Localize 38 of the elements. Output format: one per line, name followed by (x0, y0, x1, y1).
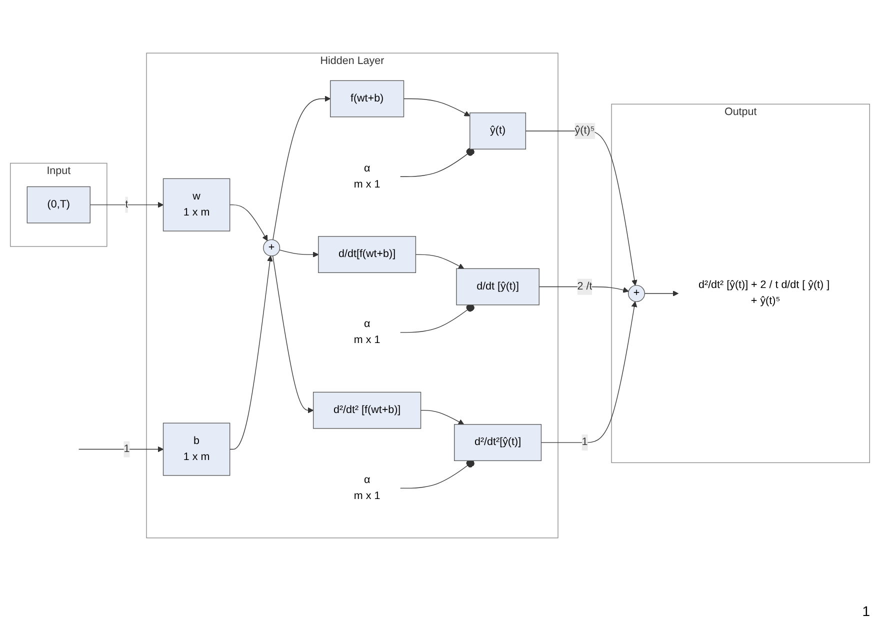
connector (400, 458, 474, 488)
node-circle: + (628, 284, 645, 302)
node-box: d²/dt²[ŷ(t)] (454, 424, 542, 461)
node-box: ŷ(t) (470, 112, 526, 149)
node-box: d/dt[f(wt+b)] (318, 236, 416, 272)
edge-label: 1 (582, 436, 588, 448)
arrow (78, 446, 164, 452)
node-circle: + (263, 238, 280, 256)
arrow (229, 255, 273, 450)
connector (400, 147, 474, 176)
node-text: α m x 1 (354, 474, 380, 502)
weight-label: 1 (862, 603, 870, 619)
node-text: d²/dt² [ŷ(t)] + 2 / t d/dt [ ŷ(t) ] + ŷ(t)⁵ (698, 278, 830, 306)
arrow (540, 300, 638, 442)
arrow (403, 98, 470, 116)
node-box: (0,T) (26, 186, 90, 223)
arrow (279, 249, 319, 257)
edge-label: t (125, 198, 128, 210)
arrow (272, 255, 314, 413)
node-box: d/dt [ŷ(t)] (456, 268, 540, 305)
node-box: d²/dt² [f(wt+b)] (313, 391, 422, 428)
arrow (525, 130, 638, 286)
edge-label: 1 (124, 442, 130, 454)
edge-label: ŷ(t)⁵ (574, 124, 595, 136)
arrow (420, 410, 464, 424)
arrow (415, 254, 464, 268)
node-box: f(wt+b) (330, 80, 404, 117)
node-box: w 1 x m (162, 178, 230, 231)
node-text: α m x 1 (354, 162, 380, 190)
arrow (272, 95, 331, 240)
arrow (538, 286, 629, 292)
node-box: b 1 x m (162, 422, 230, 476)
node-text: α m x 1 (354, 318, 380, 346)
edge-label: 2 /t (577, 280, 592, 292)
arrow (644, 290, 679, 296)
arrow (90, 201, 164, 208)
connector (400, 303, 474, 332)
arrow (229, 204, 268, 241)
